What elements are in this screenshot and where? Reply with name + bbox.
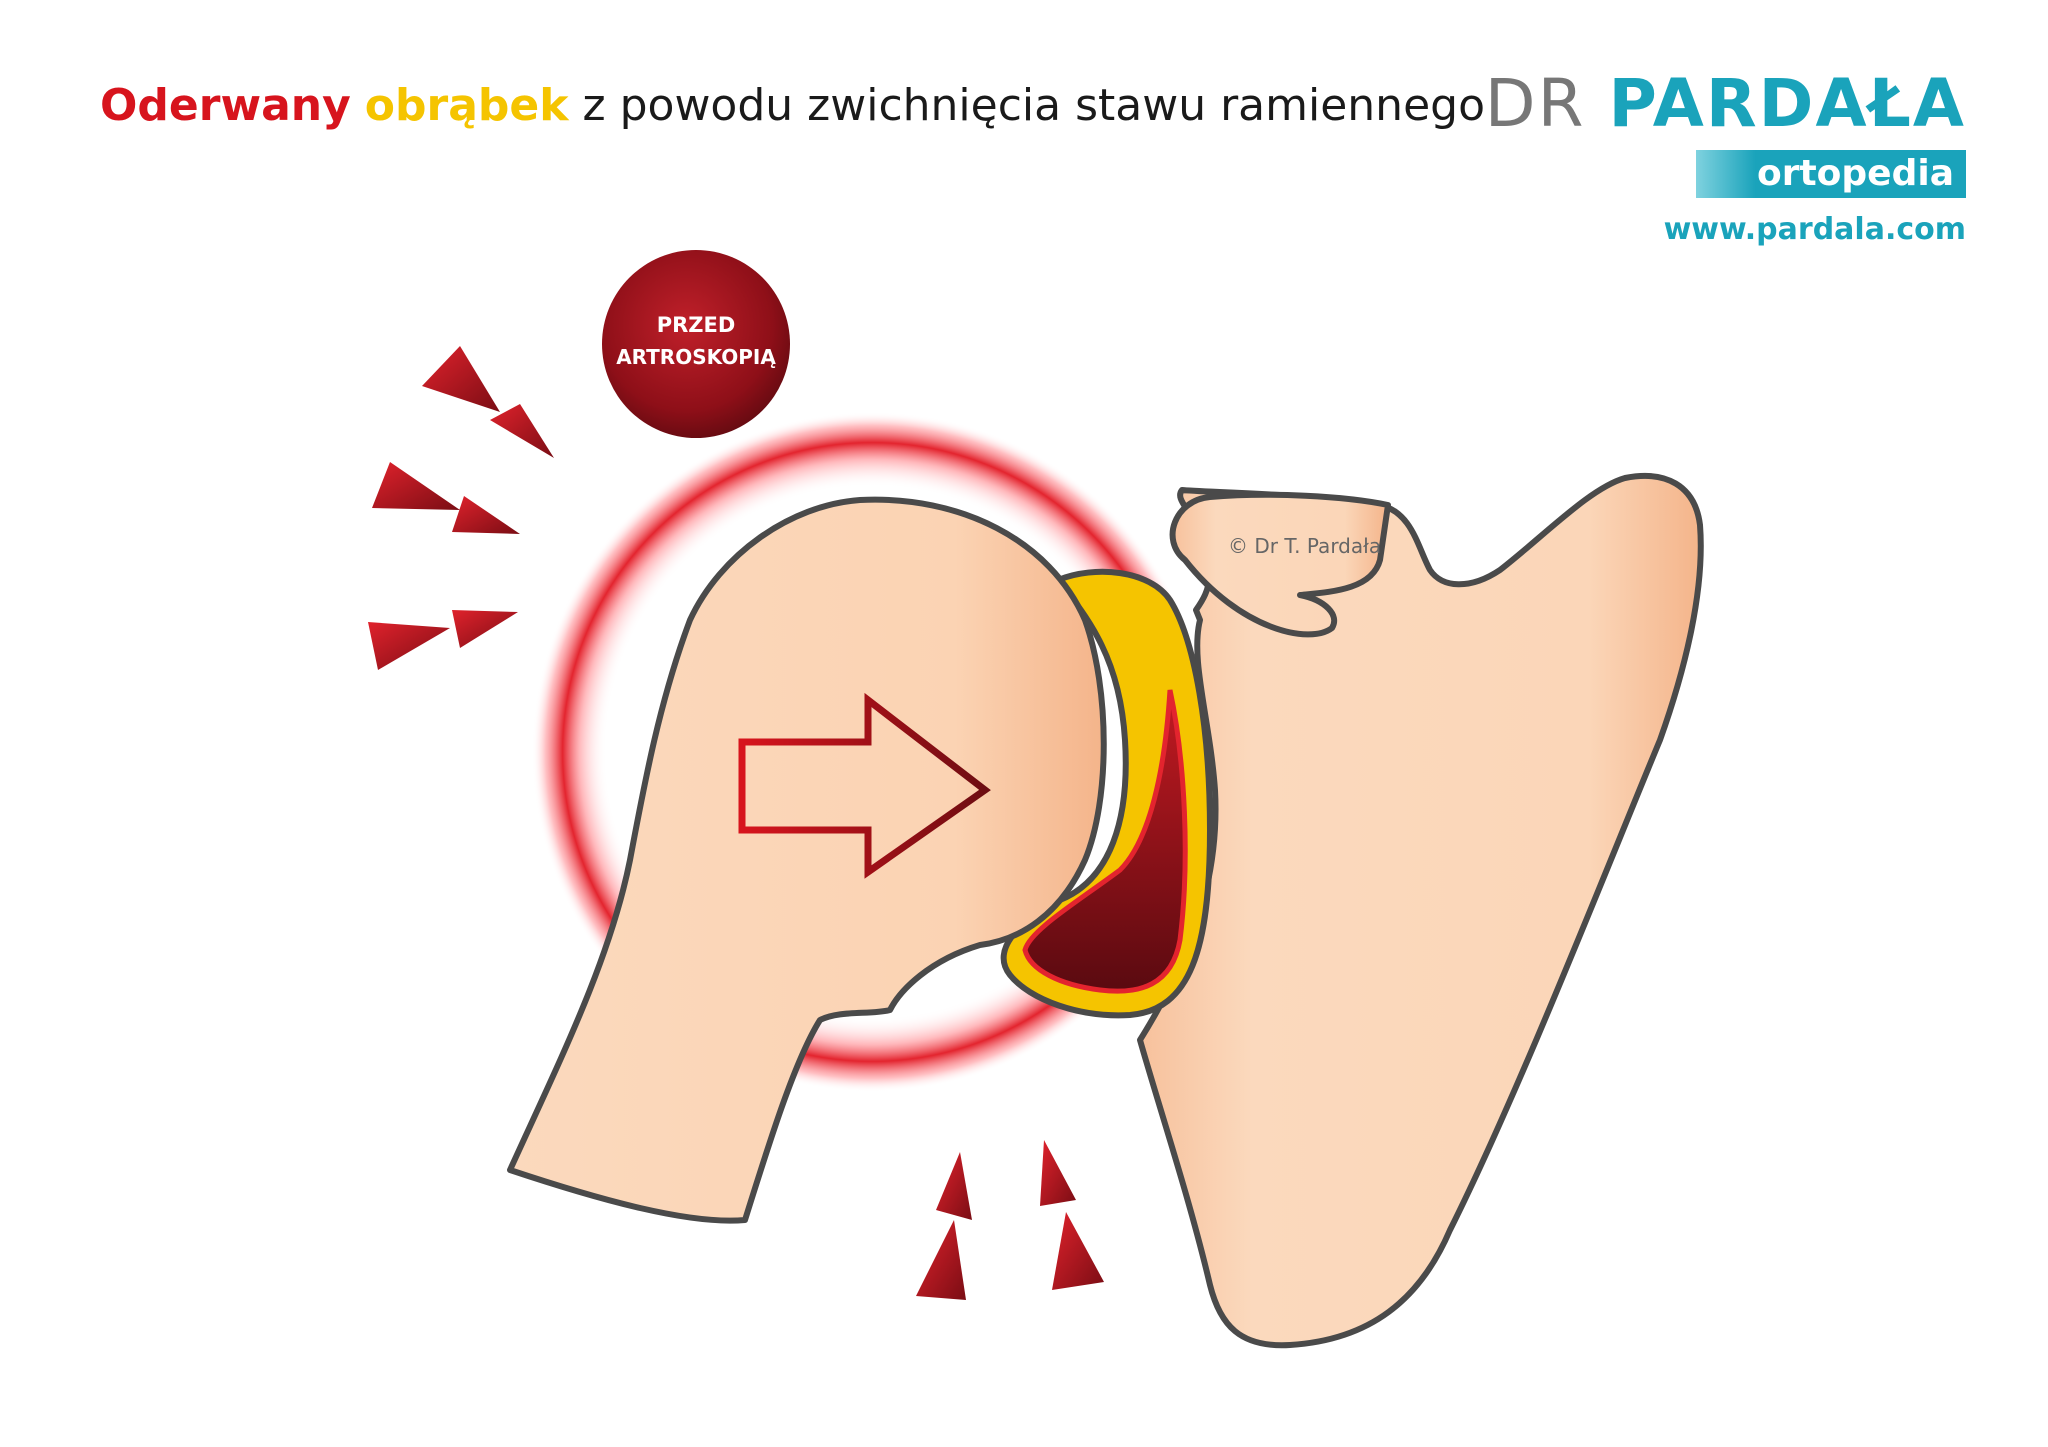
before-arthroscopy-badge: PRZED ARTROSKOPIĄ bbox=[602, 250, 790, 438]
force-triangle-icon bbox=[452, 496, 520, 534]
force-triangle-icon bbox=[1052, 1212, 1104, 1290]
dislocation-arrow-icon bbox=[738, 692, 991, 879]
force-triangle-icon bbox=[1040, 1140, 1076, 1206]
brand-logo: DR PARDAŁA ortopedia www.pardala.com bbox=[1366, 64, 1966, 247]
title-word-labrum: obrąbek bbox=[364, 80, 569, 131]
force-triangle-icon bbox=[490, 404, 554, 458]
humerus-bone bbox=[507, 496, 1107, 1224]
title-rest: z powodu zwichnięcia stawu ramiennego bbox=[582, 80, 1485, 131]
force-triangle-icon bbox=[916, 1220, 966, 1300]
brand-subtitle: ortopedia bbox=[1696, 150, 1966, 198]
labrum-tear-bleeding bbox=[1022, 689, 1188, 994]
acromion bbox=[1169, 491, 1391, 638]
brand-prefix: DR bbox=[1484, 65, 1586, 142]
brand-name: DR PARDAŁA bbox=[1366, 64, 1966, 144]
force-triangle-icon bbox=[422, 346, 500, 412]
page-title: Oderwany obrąbek z powodu zwichnięcia st… bbox=[100, 80, 1485, 131]
badge-line-2: ARTROSKOPIĄ bbox=[616, 345, 776, 369]
scapula-bone bbox=[1137, 472, 1704, 1349]
badge-line-1: PRZED bbox=[657, 313, 736, 337]
copyright-text: © Dr T. Pardała bbox=[1228, 534, 1381, 558]
title-word-detached: Oderwany bbox=[100, 80, 351, 131]
force-triangle-icon bbox=[368, 622, 450, 670]
brand-url[interactable]: www.pardala.com bbox=[1663, 212, 1966, 247]
force-triangle-icon bbox=[936, 1152, 972, 1220]
brand-surname: PARDAŁA bbox=[1608, 65, 1966, 142]
force-triangle-icon bbox=[372, 462, 460, 510]
force-triangle-icon bbox=[452, 610, 518, 648]
